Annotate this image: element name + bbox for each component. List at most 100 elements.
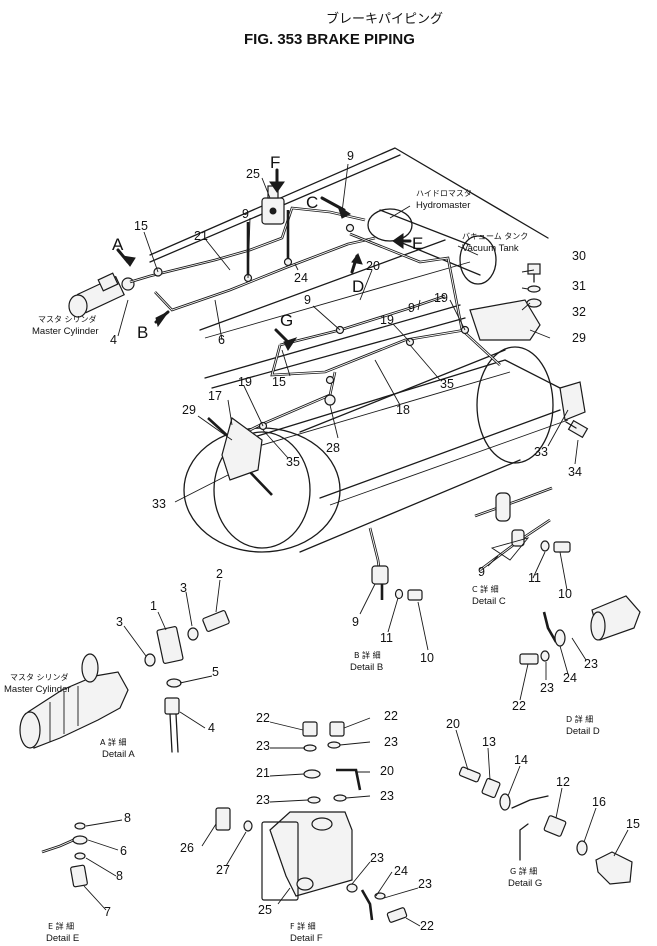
arrow-label-d: D <box>352 277 364 296</box>
hydromaster-label-jp: ハイドロマスタ <box>416 189 472 198</box>
detail-d-callout-24: 24 <box>563 671 577 685</box>
detail-d-caption: Detail D <box>566 726 600 737</box>
detail-d: 22 23 24 23 D 詳 細 Detail D <box>512 595 641 737</box>
detail-a-callout-3-left: 3 <box>116 615 123 629</box>
detail-d-callout-23-b: 23 <box>584 657 598 671</box>
hydromaster-label: Hydromaster <box>416 200 470 211</box>
detail-e: 8 6 8 7 E 詳 細 Detail E <box>41 811 131 944</box>
detail-g-callout-13: 13 <box>482 735 496 749</box>
callout-24: 24 <box>294 271 308 285</box>
arrow-label-a: A <box>112 235 124 254</box>
view-arrow-a: A <box>112 235 136 267</box>
view-arrow-c: C <box>306 193 351 219</box>
arrow-label-e: E <box>412 234 423 253</box>
bolt-stack-30 <box>526 263 542 308</box>
frame-outline <box>149 147 569 506</box>
detail-f-callout-23-c: 23 <box>256 793 270 807</box>
detail-a-callout-1: 1 <box>150 599 157 613</box>
detail-g: 20 13 14 12 16 15 G 詳 細 Detail G <box>446 717 640 889</box>
detail-a-callout-4: 4 <box>208 721 215 735</box>
main-callouts: 25 9 9 21 15 24 20 19 9 4 6 9 19 30 31 3… <box>110 149 586 511</box>
callout-31: 31 <box>572 279 586 293</box>
detail-f-callout-26: 26 <box>180 841 194 855</box>
detail-b-callout-9: 9 <box>352 615 359 629</box>
callout-29-b: 29 <box>182 403 196 417</box>
detail-c: 9 11 10 C 詳 細 Detail C <box>472 486 572 607</box>
detail-c-callout-10: 10 <box>558 587 572 601</box>
callout-34: 34 <box>568 465 582 479</box>
detail-b-callout-10: 10 <box>420 651 434 665</box>
detail-f-callout-23-a: 23 <box>256 739 270 753</box>
callout-28: 28 <box>326 441 340 455</box>
arrow-label-g: G <box>280 311 293 330</box>
hydromaster-body <box>367 208 497 285</box>
detail-f-callout-20: 20 <box>380 764 394 778</box>
title-japanese: ブレーキパイピング <box>326 11 443 27</box>
detail-g-callout-15: 15 <box>626 817 640 831</box>
arrow-label-f: F <box>270 153 280 172</box>
detail-a-callout-2: 2 <box>216 567 223 581</box>
pipe-clamps <box>153 223 470 431</box>
detail-f-callout-27: 27 <box>216 863 230 877</box>
view-arrow-d: D <box>350 252 364 296</box>
detail-f-callout-22-right: 22 <box>384 709 398 723</box>
view-arrow-b: B <box>137 310 170 342</box>
callout-4: 4 <box>110 333 117 347</box>
detail-f-callout-24: 24 <box>394 864 408 878</box>
detail-b-caption: Detail B <box>350 662 383 673</box>
detail-e-callout-8-bottom: 8 <box>116 869 123 883</box>
detail-e-callout-8-top: 8 <box>124 811 131 825</box>
callout-18: 18 <box>396 403 410 417</box>
callout-15-a: 15 <box>134 219 148 233</box>
callout-35-a: 35 <box>440 377 454 391</box>
callout-30: 30 <box>572 249 586 263</box>
callout-9-a: 9 <box>242 207 249 221</box>
detail-a: 2 3 1 3 5 4 マスタ シリンダ Master Cylinder A 詳… <box>4 567 230 760</box>
detail-g-caption: Detail G <box>508 878 542 889</box>
detail-a-master-cylinder: Master Cylinder <box>4 684 71 695</box>
detail-g-callout-14: 14 <box>514 753 528 767</box>
detail-g-callout-12: 12 <box>556 775 570 789</box>
detail-b-caption-jp: B 詳 細 <box>354 650 381 660</box>
detail-f-callout-22-left: 22 <box>256 711 270 725</box>
detail-g-callout-20: 20 <box>446 717 460 731</box>
detail-c-caption-jp: C 詳 細 <box>472 584 499 594</box>
callout-25: 25 <box>246 167 260 181</box>
callout-19-c: 19 <box>238 375 252 389</box>
detail-f-caption-jp: F 詳 細 <box>290 921 316 931</box>
detail-f-callout-22-bottom: 22 <box>420 919 434 933</box>
callout-32: 32 <box>572 305 586 319</box>
detail-f-callout-23-b: 23 <box>384 735 398 749</box>
callout-15-b: 15 <box>272 375 286 389</box>
detail-f-callout-23-f: 23 <box>418 877 432 891</box>
hydromaster-valve <box>261 185 285 225</box>
detail-b: 9 11 10 B 詳 細 Detail B <box>350 527 434 673</box>
callout-33-a: 33 <box>152 497 166 511</box>
detail-f-callout-23-e: 23 <box>370 851 384 865</box>
detail-a-caption: Detail A <box>102 749 135 760</box>
callout-6: 6 <box>218 333 225 347</box>
callout-17: 17 <box>208 389 222 403</box>
callout-9-b: 9 <box>347 149 354 163</box>
detail-d-callout-23-a: 23 <box>540 681 554 695</box>
detail-e-caption-jp: E 詳 細 <box>48 921 74 931</box>
detail-e-caption: Detail E <box>46 933 79 944</box>
detail-f: 22 22 23 23 21 20 23 23 26 27 23 24 23 2… <box>180 709 434 944</box>
callout-33-b: 33 <box>534 445 548 459</box>
callout-35-b: 35 <box>286 455 300 469</box>
detail-a-master-cylinder-jp: マスタ シリンダ <box>10 672 69 682</box>
callout-9-c: 9 <box>408 301 415 315</box>
view-arrow-e: E <box>392 233 423 253</box>
vacuum-tank-label: Vacuum Tank <box>462 243 519 254</box>
detail-g-callout-16: 16 <box>592 795 606 809</box>
detail-f-callout-25: 25 <box>258 903 272 917</box>
callout-19-a: 19 <box>434 291 448 305</box>
master-cylinder-main <box>68 272 135 318</box>
detail-f-callout-23-d: 23 <box>380 789 394 803</box>
callout-20: 20 <box>366 259 380 273</box>
master-cylinder-label-jp: マスタ シリンダ <box>38 314 97 324</box>
vacuum-tank-body <box>183 346 554 553</box>
detail-b-callout-11: 11 <box>380 631 393 645</box>
callout-19-b: 19 <box>380 313 394 327</box>
